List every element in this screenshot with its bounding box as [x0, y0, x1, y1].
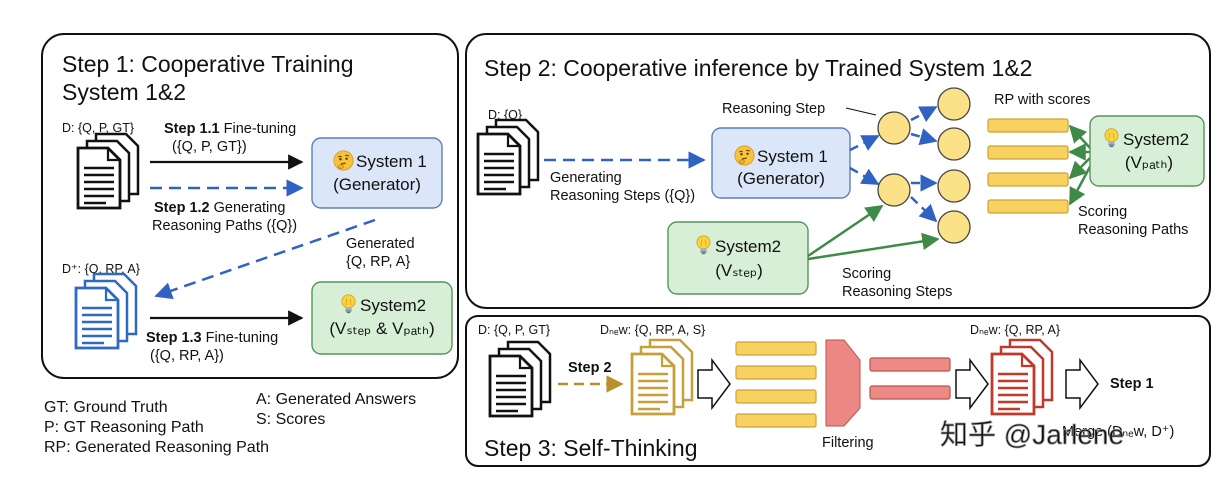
filtering-label: Filtering: [822, 435, 874, 451]
step1-title-line2: System 1&2: [62, 79, 186, 105]
scoring-path-arrow: [1068, 162, 1094, 206]
merge-label: Merge (Dₙₑw, D⁺): [1062, 424, 1174, 440]
scored-path-bar: [987, 172, 1069, 187]
reasoning-step-pointer: [845, 107, 877, 116]
tree-edge: [910, 196, 938, 223]
step1-system1-role: (Generator): [333, 175, 421, 194]
step1-3-sub: ({Q, RP, A}): [150, 348, 224, 364]
filtered-path-bar: [869, 357, 951, 372]
reasoning-step-node: [877, 173, 911, 207]
scoring-path-arrow: [1068, 157, 1091, 180]
step1-2-label: Step 1.2 Generating: [154, 200, 285, 216]
step3-dnew-scored: Dₙₑw: {Q, RP, A, S}: [600, 323, 705, 337]
step3-title: Step 3: Self-Thinking: [484, 435, 698, 461]
reasoning-step-node: [937, 210, 971, 244]
step2-dataset-d: D: {Q}: [488, 108, 522, 122]
step2-system2-left-box: [667, 221, 809, 295]
rp-with-scores-label: RP with scores: [994, 92, 1090, 108]
scoring-step-arrow: [807, 204, 884, 258]
legend-s: S: Scores: [256, 411, 325, 428]
step2-gen-label-2: Reasoning Steps ({Q}): [550, 188, 695, 204]
candidate-path-bar: [735, 365, 817, 380]
step1-1-label: Step 1.1 Fine-tuning: [164, 121, 296, 137]
step1-panel: [41, 33, 459, 379]
reasoning-step-label: Reasoning Step: [722, 101, 825, 117]
legend-rp: RP: Generated Reasoning Path: [44, 439, 269, 456]
hollow-arrow-icon: [1065, 357, 1099, 411]
step3-step1-label: Step 1: [1110, 376, 1154, 392]
document-stack-icon: [488, 340, 552, 418]
reasoning-step-node: [937, 127, 971, 161]
step2-system2-right-name: System2: [1123, 130, 1189, 149]
document-stack-icon: [990, 338, 1054, 416]
tree-edge: [849, 134, 880, 152]
hollow-arrow-icon: [697, 357, 731, 411]
step1-3-label: Step 1.3 Fine-tuning: [146, 330, 278, 346]
candidate-path-bar: [735, 389, 817, 404]
document-stack-icon: [76, 132, 140, 210]
step2-system2-left-role: (Vₛₜₑₚ): [715, 261, 763, 280]
step3-step2-label: Step 2: [568, 360, 612, 376]
candidate-path-bar: [735, 413, 817, 428]
document-stack-icon: [74, 272, 138, 350]
step2-title: Step 2: Cooperative inference by Trained…: [484, 55, 1032, 81]
step2-gen-label-1: Generating: [550, 170, 622, 186]
step3-panel: [465, 315, 1211, 467]
step1-title-line1: Step 1: Cooperative Training: [62, 51, 354, 77]
generated-label-1: Generated: [346, 236, 415, 252]
generated-data-arrow: [154, 218, 376, 300]
funnel-icon: [825, 339, 861, 427]
step2-system1-role: (Generator): [737, 169, 825, 188]
watermark: 知乎 @Jarlene: [940, 419, 1124, 450]
scoring-path-arrow: [1068, 124, 1091, 149]
step2-system1-name: System 1: [757, 147, 828, 166]
tree-edge: [910, 128, 938, 146]
step3-dataset-d: D: {Q, P, GT}: [478, 323, 550, 337]
step1-system2-role: (Vₛₜₑₚ & Vₚₐₜₕ): [329, 319, 434, 338]
thinking-emoji-icon: [333, 150, 354, 171]
step1-1-sub: ({Q, P, GT}): [172, 139, 247, 155]
step2-system2-left-name: System2: [715, 237, 781, 256]
step2-system2-right-box: [1089, 115, 1205, 187]
reasoning-step-node: [877, 111, 911, 145]
step1-2-sub: Reasoning Paths ({Q}): [152, 218, 297, 234]
legend-gt: GT: Ground Truth: [44, 399, 168, 416]
thinking-emoji-icon: [734, 145, 755, 166]
scoring-steps-label-2: Reasoning Steps: [842, 284, 952, 300]
scoring-paths-label-2: Reasoning Paths: [1078, 222, 1188, 238]
tree-edge: [910, 105, 938, 123]
scored-path-bar: [987, 145, 1069, 160]
scored-path-bar: [987, 118, 1069, 133]
step1-dataset-dplus: D⁺: {Q, RP, A}: [62, 262, 140, 276]
generated-label-2: {Q, RP, A}: [346, 254, 410, 270]
scoring-steps-label-1: Scoring: [842, 266, 891, 282]
step3-dnew-filtered: Dₙₑw: {Q, RP, A}: [970, 323, 1060, 337]
document-stack-icon: [476, 118, 540, 196]
step2-panel: [465, 33, 1211, 309]
reasoning-step-node: [937, 169, 971, 203]
tree-edge: [849, 166, 880, 186]
step2-system2-right-role: (Vₚₐₜₕ): [1125, 153, 1173, 172]
legend-p: P: GT Reasoning Path: [44, 419, 204, 436]
scoring-step-arrow: [807, 232, 940, 261]
scoring-paths-label-1: Scoring: [1078, 204, 1127, 220]
filtered-path-bar: [869, 385, 951, 400]
step1-system1-box: [311, 137, 443, 209]
step1-system1-name: System 1: [356, 152, 427, 171]
document-stack-icon: [630, 338, 694, 416]
candidate-path-bar: [735, 341, 817, 356]
step1-system2-box: [311, 281, 453, 355]
scored-path-bar: [987, 199, 1069, 214]
step2-system1-box: [711, 127, 851, 199]
step1-system2-name: System2: [360, 296, 426, 315]
step1-dataset-d: D: {Q, P, GT}: [62, 121, 134, 135]
hollow-arrow-icon: [955, 357, 989, 411]
legend-a: A: Generated Answers: [256, 391, 416, 408]
reasoning-step-node: [937, 87, 971, 121]
